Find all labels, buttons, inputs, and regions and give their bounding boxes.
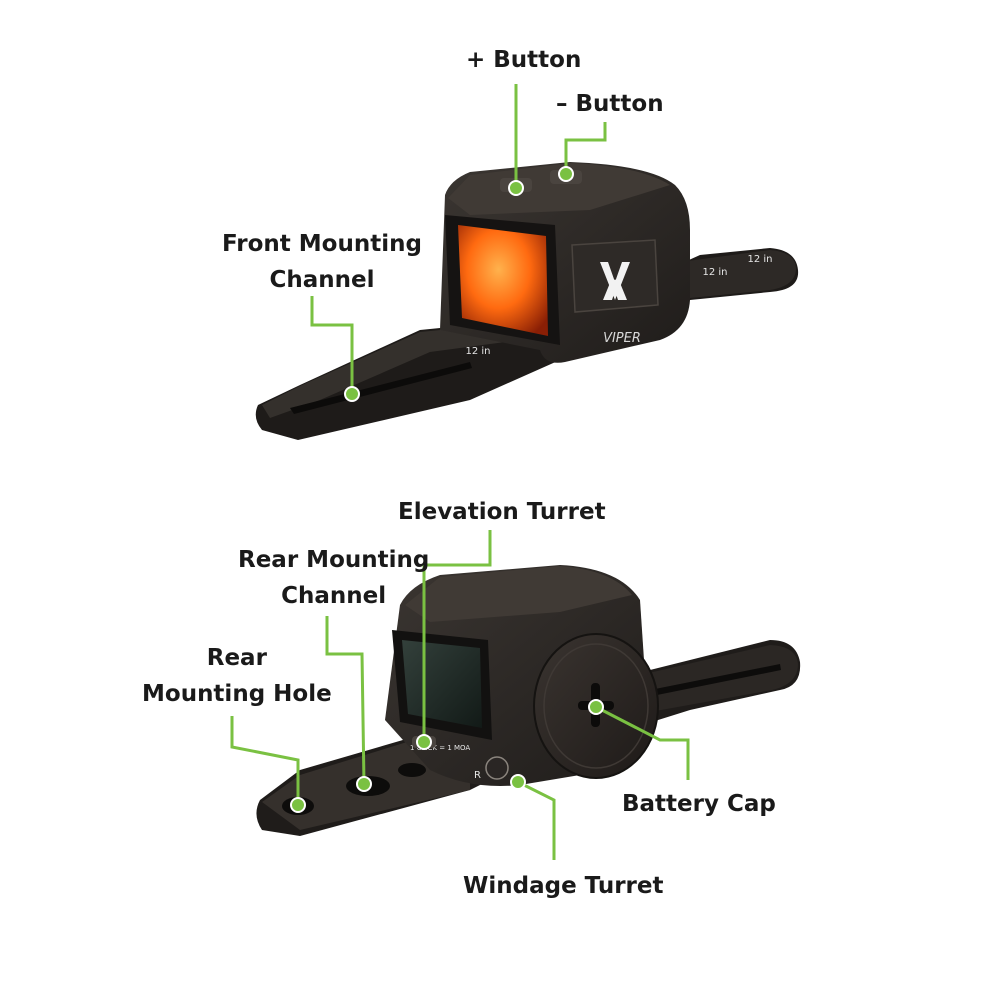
front-callouts (310, 84, 607, 394)
rear-channel-dot (356, 776, 372, 792)
minus-button-leader (564, 122, 607, 174)
minus-button-dot (558, 166, 574, 182)
windage-turret (485, 756, 509, 780)
rear-mounting-channel-line1: Rear Mounting (238, 547, 430, 573)
windage-direction-engraving: R (474, 770, 481, 781)
front-lens (458, 225, 548, 336)
rear-rail-slot (650, 664, 781, 696)
windage-turret-leader (517, 780, 556, 860)
elevation-turret-dot (416, 734, 432, 750)
rear-plate-hole-2 (398, 763, 426, 777)
front-mounting-channel-label: Front Mounting Channel (222, 226, 422, 298)
front-side-panel (571, 239, 659, 313)
vortex-logo-icon (600, 262, 630, 300)
rear-view: 1 CLICK = 1 MOA R (256, 565, 801, 836)
rear-hole-leader (230, 716, 300, 805)
front-plate-top (262, 322, 520, 418)
battery-cap-rim (543, 643, 649, 769)
rear-mounting-hole-line1: Rear (206, 645, 267, 671)
front-mounting-channel-line2: Channel (269, 267, 375, 293)
rear-channel-leader (325, 616, 366, 785)
rear-callouts (230, 530, 690, 860)
battery-cap-label: Battery Cap (622, 791, 776, 817)
rear-lens (402, 640, 482, 728)
click-value-engraving: 1 CLICK = 1 MOA (410, 744, 470, 752)
elevation-turret-leader (422, 530, 492, 742)
brand-engraving: VIPER (603, 331, 641, 346)
plus-button-label: + Button (466, 47, 582, 73)
front-rear-rail (680, 250, 796, 298)
rear-callout-dots (290, 699, 604, 813)
torque-engraving-left: 12 in (465, 346, 490, 357)
battery-cap-dot (588, 699, 604, 715)
rear-housing-top (405, 566, 632, 622)
front-callout-dots (344, 166, 574, 402)
front-mounting-channel-slot (290, 362, 472, 414)
rear-mounting-hole-line2: Mounting Hole (142, 681, 332, 707)
rear-mounting-channel-label: Rear Mounting Channel (238, 542, 429, 614)
rear-mounting-hole-label: Rear Mounting Hole (142, 640, 332, 712)
front-mounting-channel-line1: Front Mounting (222, 231, 422, 257)
torque-engraving-right: 12 in (702, 267, 727, 278)
plus-button-dot (508, 180, 524, 196)
windage-turret-label: Windage Turret (463, 873, 664, 899)
elevation-turret-label: Elevation Turret (398, 499, 606, 525)
torque-engraving-far: 12 in (747, 254, 772, 265)
front-channel-dot (344, 386, 360, 402)
front-channel-leader (310, 296, 354, 394)
battery-cap-leader (595, 705, 690, 780)
rear-hole-dot (290, 797, 306, 813)
front-housing-top (448, 163, 670, 215)
rear-mounting-channel-line2: Channel (281, 583, 387, 609)
windage-turret-dot (510, 774, 526, 790)
minus-button-label: – Button (556, 91, 664, 117)
front-view: VIPER 12 in 12 in 12 in (255, 162, 799, 440)
